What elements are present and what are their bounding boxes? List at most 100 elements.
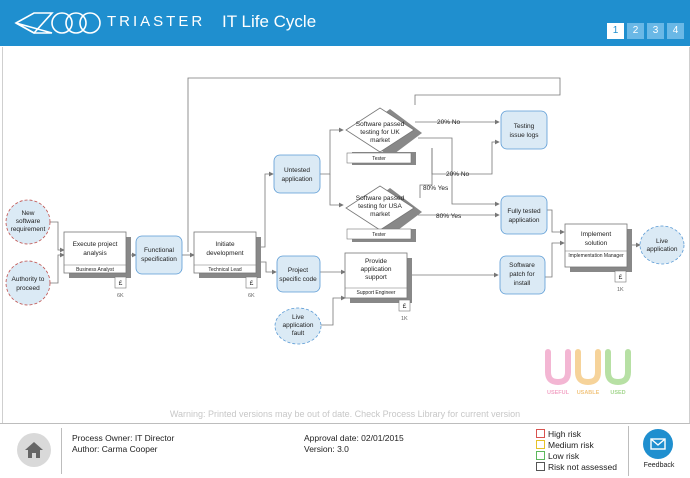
- useful-usable-used-logo: USEFUL USABLE USED: [545, 349, 631, 396]
- activity-initiate-development[interactable]: Initiate development Technical Lead £ 6K: [193, 231, 261, 299]
- svg-text:Implement: Implement: [581, 231, 612, 238]
- svg-text:Technical Lead: Technical Lead: [208, 267, 242, 273]
- legend-medium-risk: Medium risk: [536, 439, 617, 450]
- svg-text:Live: Live: [292, 314, 304, 321]
- app-header: TRIASTER IT Life Cycle 1 2 3 4: [0, 0, 690, 46]
- svg-text:New: New: [21, 210, 34, 217]
- svg-text:Software: Software: [509, 262, 535, 269]
- svg-text:Fully tested: Fully tested: [507, 208, 541, 215]
- svg-text:Support Engineer: Support Engineer: [357, 290, 396, 296]
- footer: Process Owner: IT Director Author: Carma…: [0, 423, 690, 478]
- home-button[interactable]: [17, 433, 51, 467]
- cost-icon: £: [119, 280, 123, 287]
- activity-provide-support[interactable]: Provide application support Support Engi…: [344, 252, 412, 322]
- home-area: [5, 428, 62, 474]
- output-fully-tested[interactable]: Fully tested application: [500, 195, 548, 235]
- svg-text:specification: specification: [141, 256, 177, 263]
- event-new-software[interactable]: New software requirement: [5, 199, 51, 245]
- page-tab-1[interactable]: 1: [607, 23, 624, 39]
- process-owner: Process Owner: IT Director: [72, 433, 175, 443]
- connectors: [50, 77, 641, 326]
- flow-label-uk-no: 20% No: [437, 119, 461, 126]
- page-tabs: 1 2 3 4: [607, 23, 684, 39]
- svg-text:software: software: [16, 218, 41, 225]
- svg-text:USEFUL: USEFUL: [547, 390, 570, 396]
- output-project-code[interactable]: Project specific code: [276, 255, 321, 293]
- output-software-patch[interactable]: Software patch for install: [499, 255, 546, 295]
- svg-text:Tester: Tester: [372, 156, 386, 162]
- svg-text:solution: solution: [585, 240, 608, 247]
- svg-text:Business Analyst: Business Analyst: [76, 267, 114, 273]
- print-warning: Warning: Printed versions may be out of …: [169, 409, 521, 419]
- activity-implement-solution[interactable]: Implement solution Implementation Manage…: [564, 223, 632, 293]
- svg-text:Functional: Functional: [144, 247, 175, 254]
- svg-text:6K: 6K: [117, 293, 124, 299]
- page-tab-4[interactable]: 4: [667, 23, 684, 39]
- svg-text:testing for USA: testing for USA: [358, 203, 402, 210]
- svg-text:application: application: [360, 266, 391, 273]
- svg-text:proceed: proceed: [16, 285, 40, 292]
- svg-text:1K: 1K: [617, 287, 624, 293]
- flow-label-usa-no: 20% No: [446, 171, 470, 178]
- svg-text:application: application: [646, 246, 677, 253]
- svg-text:development: development: [206, 250, 243, 257]
- svg-text:Implementation Manager: Implementation Manager: [568, 253, 624, 259]
- page-tab-3[interactable]: 3: [647, 23, 664, 39]
- event-live-fault[interactable]: Live application fault: [274, 307, 322, 345]
- svg-text:Testing: Testing: [514, 123, 535, 130]
- svg-text:6K: 6K: [248, 293, 255, 299]
- page-tab-2[interactable]: 2: [627, 23, 644, 39]
- process-map: 20% No 20% No 80% Yes 80% Yes New softwa…: [5, 77, 685, 396]
- legend-risk-not-assessed: Risk not assessed: [536, 461, 617, 472]
- flow-label-uk-yes: 80% Yes: [423, 185, 449, 192]
- feedback-area: Feedback: [628, 426, 689, 476]
- svg-text:issue logs: issue logs: [510, 132, 540, 139]
- risk-legend: High risk Medium risk Low risk Risk not …: [536, 428, 617, 472]
- cost-icon: £: [619, 274, 623, 281]
- decision-uk-testing[interactable]: Software passed testing for UK market Te…: [345, 107, 422, 165]
- cost-icon: £: [403, 303, 407, 310]
- svg-text:1K: 1K: [401, 316, 408, 322]
- svg-text:Tester: Tester: [372, 232, 386, 238]
- decision-usa-testing[interactable]: Software passed testing for USA market T…: [345, 185, 422, 242]
- cost-icon: £: [250, 280, 254, 287]
- svg-text:Initiate: Initiate: [215, 241, 235, 248]
- svg-text:Software passed: Software passed: [356, 121, 405, 128]
- version: Version: 3.0: [304, 444, 349, 454]
- svg-text:specific code: specific code: [279, 276, 317, 283]
- svg-text:Provide: Provide: [365, 258, 387, 265]
- svg-text:requirement: requirement: [11, 226, 46, 233]
- event-authority[interactable]: Authority to proceed: [5, 260, 51, 306]
- home-icon: [25, 442, 43, 458]
- output-testing-logs[interactable]: Testing issue logs: [500, 110, 548, 150]
- svg-text:patch for: patch for: [509, 271, 535, 278]
- svg-text:Project: Project: [288, 267, 308, 274]
- feedback-label: Feedback: [643, 462, 675, 469]
- output-untested-application[interactable]: Untested application: [273, 154, 321, 194]
- brand-name: TRIASTER: [107, 13, 206, 30]
- output-functional-spec[interactable]: Functional specification: [135, 235, 183, 275]
- svg-text:Execute project: Execute project: [73, 241, 118, 248]
- svg-text:testing for UK: testing for UK: [360, 129, 400, 136]
- envelope-icon: [650, 438, 666, 450]
- svg-text:Untested: Untested: [284, 167, 310, 174]
- svg-text:support: support: [365, 274, 387, 281]
- svg-text:install: install: [514, 280, 531, 287]
- svg-text:Authority to: Authority to: [12, 276, 45, 283]
- svg-text:market: market: [370, 137, 390, 144]
- legend-high-risk: High risk: [536, 428, 617, 439]
- triaster-logo: [14, 12, 101, 35]
- svg-text:Live: Live: [656, 238, 668, 245]
- svg-text:fault: fault: [292, 330, 304, 337]
- page-title: IT Life Cycle: [222, 12, 317, 31]
- flow-label-usa-yes: 80% Yes: [436, 213, 462, 220]
- event-live-application[interactable]: Live application: [639, 225, 685, 265]
- svg-text:application: application: [282, 322, 313, 329]
- activity-execute-analysis[interactable]: Execute project analysis Business Analys…: [63, 231, 131, 299]
- author: Author: Carma Cooper: [72, 444, 158, 454]
- svg-text:USED: USED: [610, 390, 625, 396]
- svg-text:market: market: [370, 211, 390, 218]
- svg-text:application: application: [508, 217, 539, 224]
- flow-labels: 20% No 20% No 80% Yes 80% Yes: [423, 119, 470, 220]
- feedback-button[interactable]: [643, 429, 673, 459]
